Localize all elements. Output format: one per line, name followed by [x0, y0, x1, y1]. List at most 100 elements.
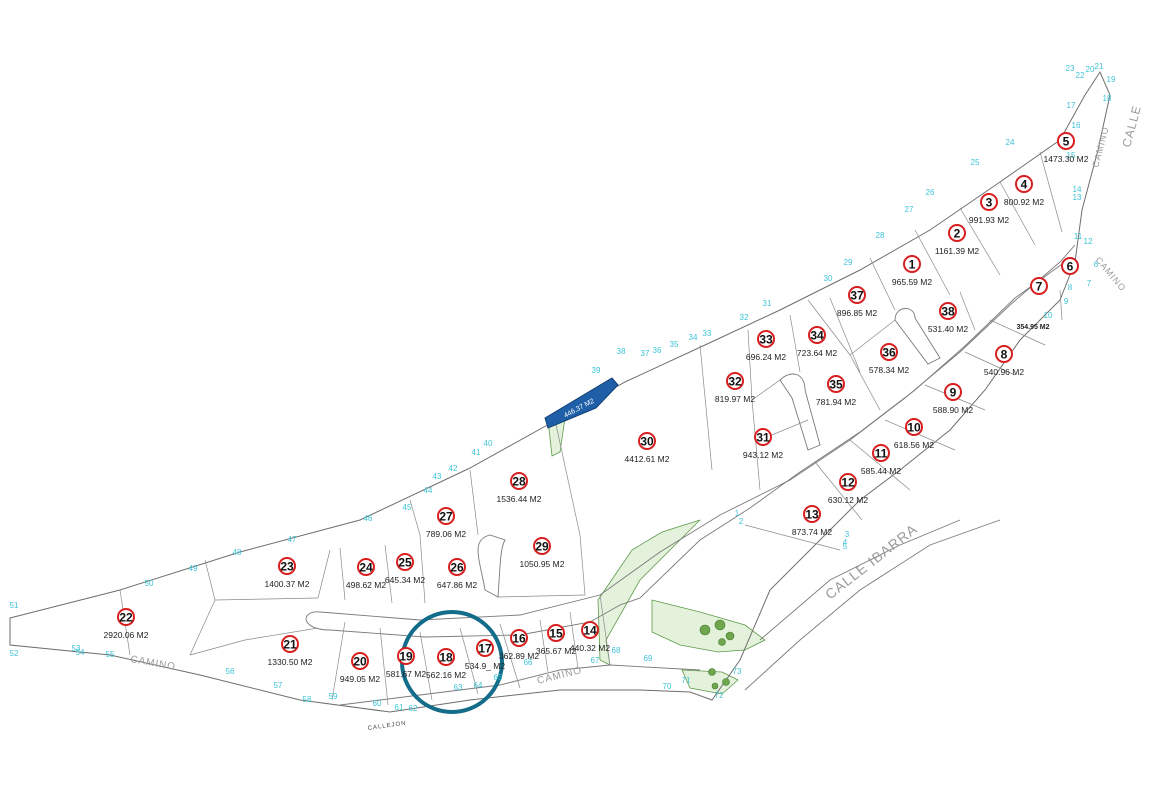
lot-area: 440.32 M2: [570, 643, 610, 653]
tree-icon: [718, 638, 726, 646]
lot-area: 581.67 M2: [386, 669, 426, 679]
road-calle-ibarra: [744, 519, 1001, 691]
tree-icon: [699, 624, 711, 636]
highlighted-lot[interactable]: [544, 377, 619, 429]
vertex-label: 34: [689, 333, 698, 342]
lot-19[interactable]: 19 581.67 M2: [386, 647, 426, 679]
tree-icon: [722, 678, 730, 686]
lot-34[interactable]: 34 723.64 M2: [797, 326, 837, 358]
vertex-label: 42: [449, 464, 458, 473]
vertex-label: 26: [926, 188, 935, 197]
vertex-label: 9: [1064, 297, 1069, 306]
vertex-label: 22: [1076, 71, 1085, 80]
vertex-label: 17: [1067, 101, 1076, 110]
lot-number: 34: [810, 329, 824, 343]
lot-number: 19: [399, 650, 413, 664]
vertex-label: 2: [739, 517, 744, 526]
internal-roads: [305, 244, 1076, 706]
vertex-label: 1: [735, 509, 740, 518]
lot-number: 35: [829, 378, 843, 392]
lot-number: 4: [1021, 178, 1028, 192]
lot-number: 30: [640, 435, 654, 449]
lot-area: 949.05 M2: [340, 674, 380, 684]
lot-area: 362.89 M2: [499, 651, 539, 661]
lot-area: 696.24 M2: [746, 352, 786, 362]
lot-area: 630.12 M2: [828, 495, 868, 505]
vertex-label: 40: [484, 439, 493, 448]
vertex-label: 71: [682, 676, 691, 685]
lot-number: 27: [439, 510, 453, 524]
lot-number: 13: [805, 508, 819, 522]
vertex-label: 59: [329, 692, 338, 701]
lot-number-circle: [547, 624, 565, 642]
lot-area: 534.9_ M2: [465, 661, 505, 671]
lot-number: 1: [909, 258, 916, 272]
vertex-label: 66: [524, 658, 533, 667]
tree-icon: [711, 682, 719, 690]
park-trees: [699, 619, 735, 690]
lot-number-circle: [437, 507, 455, 525]
lot-number: 36: [882, 346, 896, 360]
vertex-label: 14: [1073, 185, 1082, 194]
lot-number: 32: [728, 375, 742, 389]
lot-number: 22: [119, 611, 133, 625]
lot-area: 618.56 M2: [894, 440, 934, 450]
lot-number-circle: [944, 383, 962, 401]
vertex-label: 8: [1068, 283, 1073, 292]
lot-number-circle: [995, 345, 1013, 363]
lot-6[interactable]: 6: [1061, 257, 1079, 275]
vertex-label: 13: [1073, 193, 1082, 202]
lot-number: 37: [850, 289, 864, 303]
lot-area: 531.40 M2: [928, 324, 968, 334]
vertex-label: 65: [494, 673, 503, 682]
vertex-label: 57: [274, 681, 283, 690]
lot-number: 18: [439, 651, 453, 665]
lot-area: 588.90 M2: [933, 405, 973, 415]
lot-area: 723.64 M2: [797, 348, 837, 358]
lot-area: 1050.95 M2: [520, 559, 565, 569]
vertex-label: 5: [843, 542, 848, 551]
road-main-lower: [329, 261, 1066, 638]
vertex-label: 72: [715, 691, 724, 700]
lot-number: 7: [1036, 280, 1043, 294]
road-calle-ibarra-edge: [759, 519, 961, 641]
lot-number-circle: [905, 418, 923, 436]
vertex-label: 19: [1107, 75, 1116, 84]
